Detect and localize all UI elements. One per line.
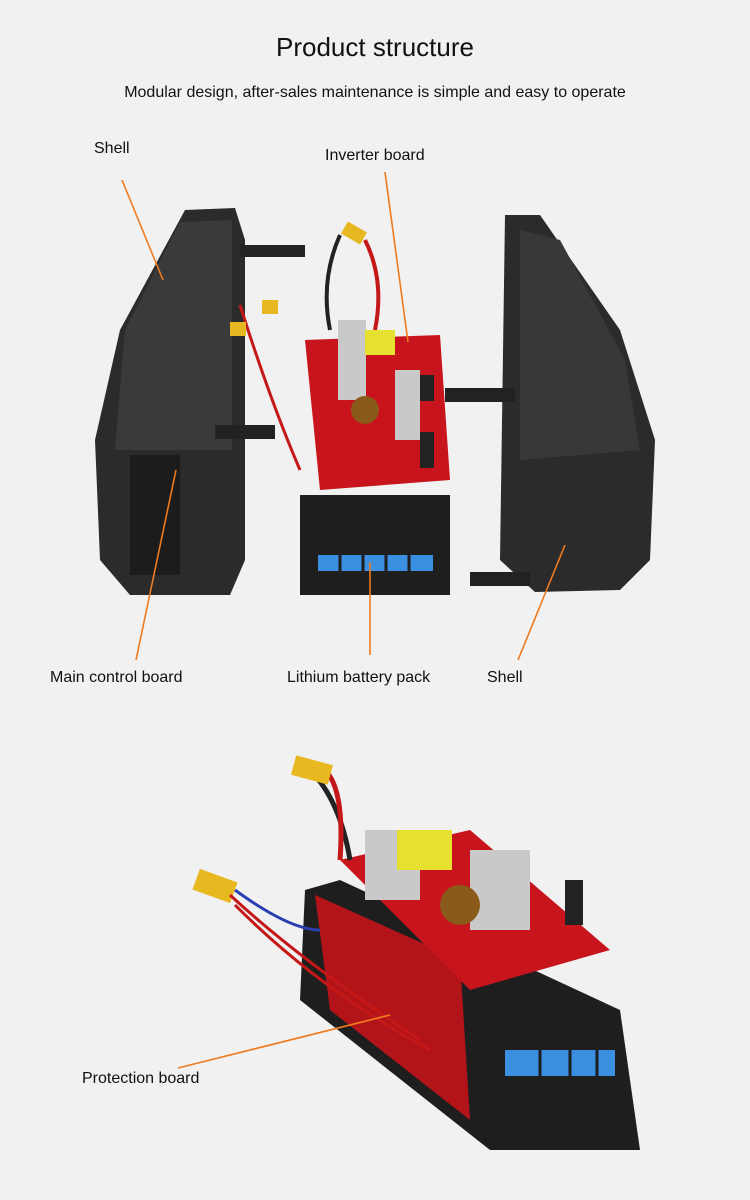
leader-line-protection-board <box>177 1014 391 1069</box>
label-protection-board: Protection board <box>82 1070 200 1087</box>
inverter-board-image <box>305 221 450 490</box>
label-shell-right: Shell <box>487 669 523 686</box>
page-subtitle: Modular design, after-sales maintenance … <box>124 84 626 101</box>
label-inverter-board: Inverter board <box>325 147 425 164</box>
assembled-unit-image <box>192 755 640 1150</box>
leader-line-shell-left <box>121 179 164 281</box>
label-shell-left: Shell <box>94 140 130 157</box>
page-title: Product structure <box>276 32 474 62</box>
left-shell-image <box>95 208 305 595</box>
leader-line-shell-right <box>517 544 566 661</box>
leader-line-main-control-board <box>135 469 177 661</box>
battery-pack-image <box>230 300 450 595</box>
leader-line-inverter-board <box>384 171 409 343</box>
label-lithium-battery-pack: Lithium battery pack <box>287 669 431 686</box>
right-shell-image <box>445 215 655 592</box>
label-main-control-board: Main control board <box>50 669 183 686</box>
